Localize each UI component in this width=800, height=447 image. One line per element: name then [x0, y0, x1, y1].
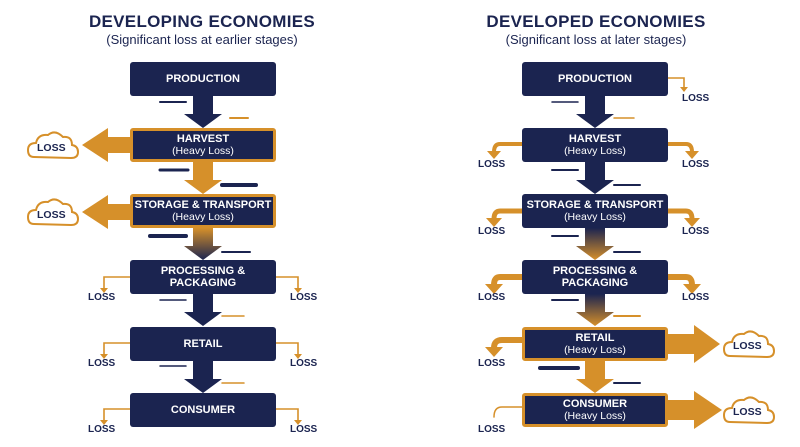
stage-name: RETAIL	[575, 332, 615, 344]
flow-arrow-icon	[184, 361, 222, 393]
loss-arrow-icon	[82, 195, 132, 229]
stage-name: STORAGE & TRANSPORT	[526, 199, 664, 211]
developing-stage-storage-transport: STORAGE & TRANSPORT (Heavy Loss)	[130, 194, 276, 228]
loss-label: LOSS	[682, 159, 710, 170]
stage-name: PROCESSING & PACKAGING	[552, 265, 638, 289]
loss-label: LOSS	[290, 358, 318, 369]
stage-note: (Heavy Loss)	[172, 145, 234, 157]
loss-arrow-icon	[82, 128, 132, 162]
loss-label: LOSS	[88, 424, 116, 435]
stage-name: PROCESSING & PACKAGING	[160, 265, 246, 289]
stage-name: CONSUMER	[562, 398, 628, 410]
loss-label: LOSS	[733, 340, 762, 352]
developing-title: DEVELOPING ECONOMIES	[88, 12, 316, 31]
stage-name: HARVEST	[568, 133, 622, 145]
loss-label: LOSS	[478, 358, 506, 369]
flow-arrow-icon	[576, 361, 614, 393]
stage-name: RETAIL	[183, 338, 223, 350]
stage-name: CONSUMER	[170, 404, 236, 416]
flow-arrow-icon	[576, 228, 614, 260]
flow-arrow-icon	[576, 162, 614, 194]
loss-label: LOSS	[88, 358, 116, 369]
developed-title: DEVELOPED ECONOMIES	[486, 12, 706, 31]
flow-arrow-icon	[184, 228, 222, 260]
loss-label: LOSS	[682, 93, 710, 104]
stage-note: (Heavy Loss)	[564, 211, 626, 223]
flow-arrow-icon	[184, 96, 222, 128]
flow-arrow-icon	[576, 96, 614, 128]
flow-arrow-icon	[576, 294, 614, 326]
developing-stage-retail: RETAIL	[130, 327, 276, 361]
loss-label: LOSS	[88, 292, 116, 303]
flow-arrow-icon	[184, 162, 222, 194]
developing-stage-harvest: HARVEST (Heavy Loss)	[130, 128, 276, 162]
developing-stage-consumer: CONSUMER	[130, 393, 276, 427]
stage-note: (Heavy Loss)	[172, 211, 234, 223]
loss-arrow-icon	[668, 325, 720, 363]
loss-label: LOSS	[478, 292, 506, 303]
developed-stage-harvest: HARVEST (Heavy Loss)	[522, 128, 668, 162]
developed-flow-arrows	[576, 96, 614, 393]
developed-subtitle: (Significant loss at later stages)	[505, 32, 687, 47]
loss-label: LOSS	[290, 424, 318, 435]
loss-label: LOSS	[478, 226, 506, 237]
stage-name: PRODUCTION	[166, 73, 240, 85]
stage-name: PRODUCTION	[558, 73, 632, 85]
loss-arrow-icon	[668, 391, 722, 429]
developing-stage-production: PRODUCTION	[130, 62, 276, 96]
loss-label: LOSS	[478, 159, 506, 170]
loss-label: LOSS	[733, 406, 762, 418]
developing-subtitle: (Significant loss at earlier stages)	[106, 32, 298, 47]
stage-name: STORAGE & TRANSPORT	[134, 199, 272, 211]
stage-name: HARVEST	[176, 133, 230, 145]
loss-label: LOSS	[37, 209, 66, 221]
developed-stage-consumer: CONSUMER (Heavy Loss)	[522, 393, 668, 427]
loss-label: LOSS	[682, 292, 710, 303]
developing-stage-processing-packaging: PROCESSING & PACKAGING	[130, 260, 276, 294]
stage-note: (Heavy Loss)	[564, 344, 626, 356]
loss-arrow-icon	[103, 276, 299, 421]
loss-label: LOSS	[37, 142, 66, 154]
stage-note: (Heavy Loss)	[564, 145, 626, 157]
loss-label: LOSS	[478, 424, 506, 435]
flow-arrow-icon	[184, 294, 222, 326]
developed-stage-processing-packaging: PROCESSING & PACKAGING	[522, 260, 668, 294]
loss-label: LOSS	[290, 292, 318, 303]
developed-stage-production: PRODUCTION	[522, 62, 668, 96]
stage-note: (Heavy Loss)	[564, 410, 626, 422]
loss-label: LOSS	[682, 226, 710, 237]
developed-stage-retail: RETAIL (Heavy Loss)	[522, 327, 668, 361]
developed-stage-storage-transport: STORAGE & TRANSPORT (Heavy Loss)	[522, 194, 668, 228]
developing-flow-arrows	[184, 96, 222, 393]
